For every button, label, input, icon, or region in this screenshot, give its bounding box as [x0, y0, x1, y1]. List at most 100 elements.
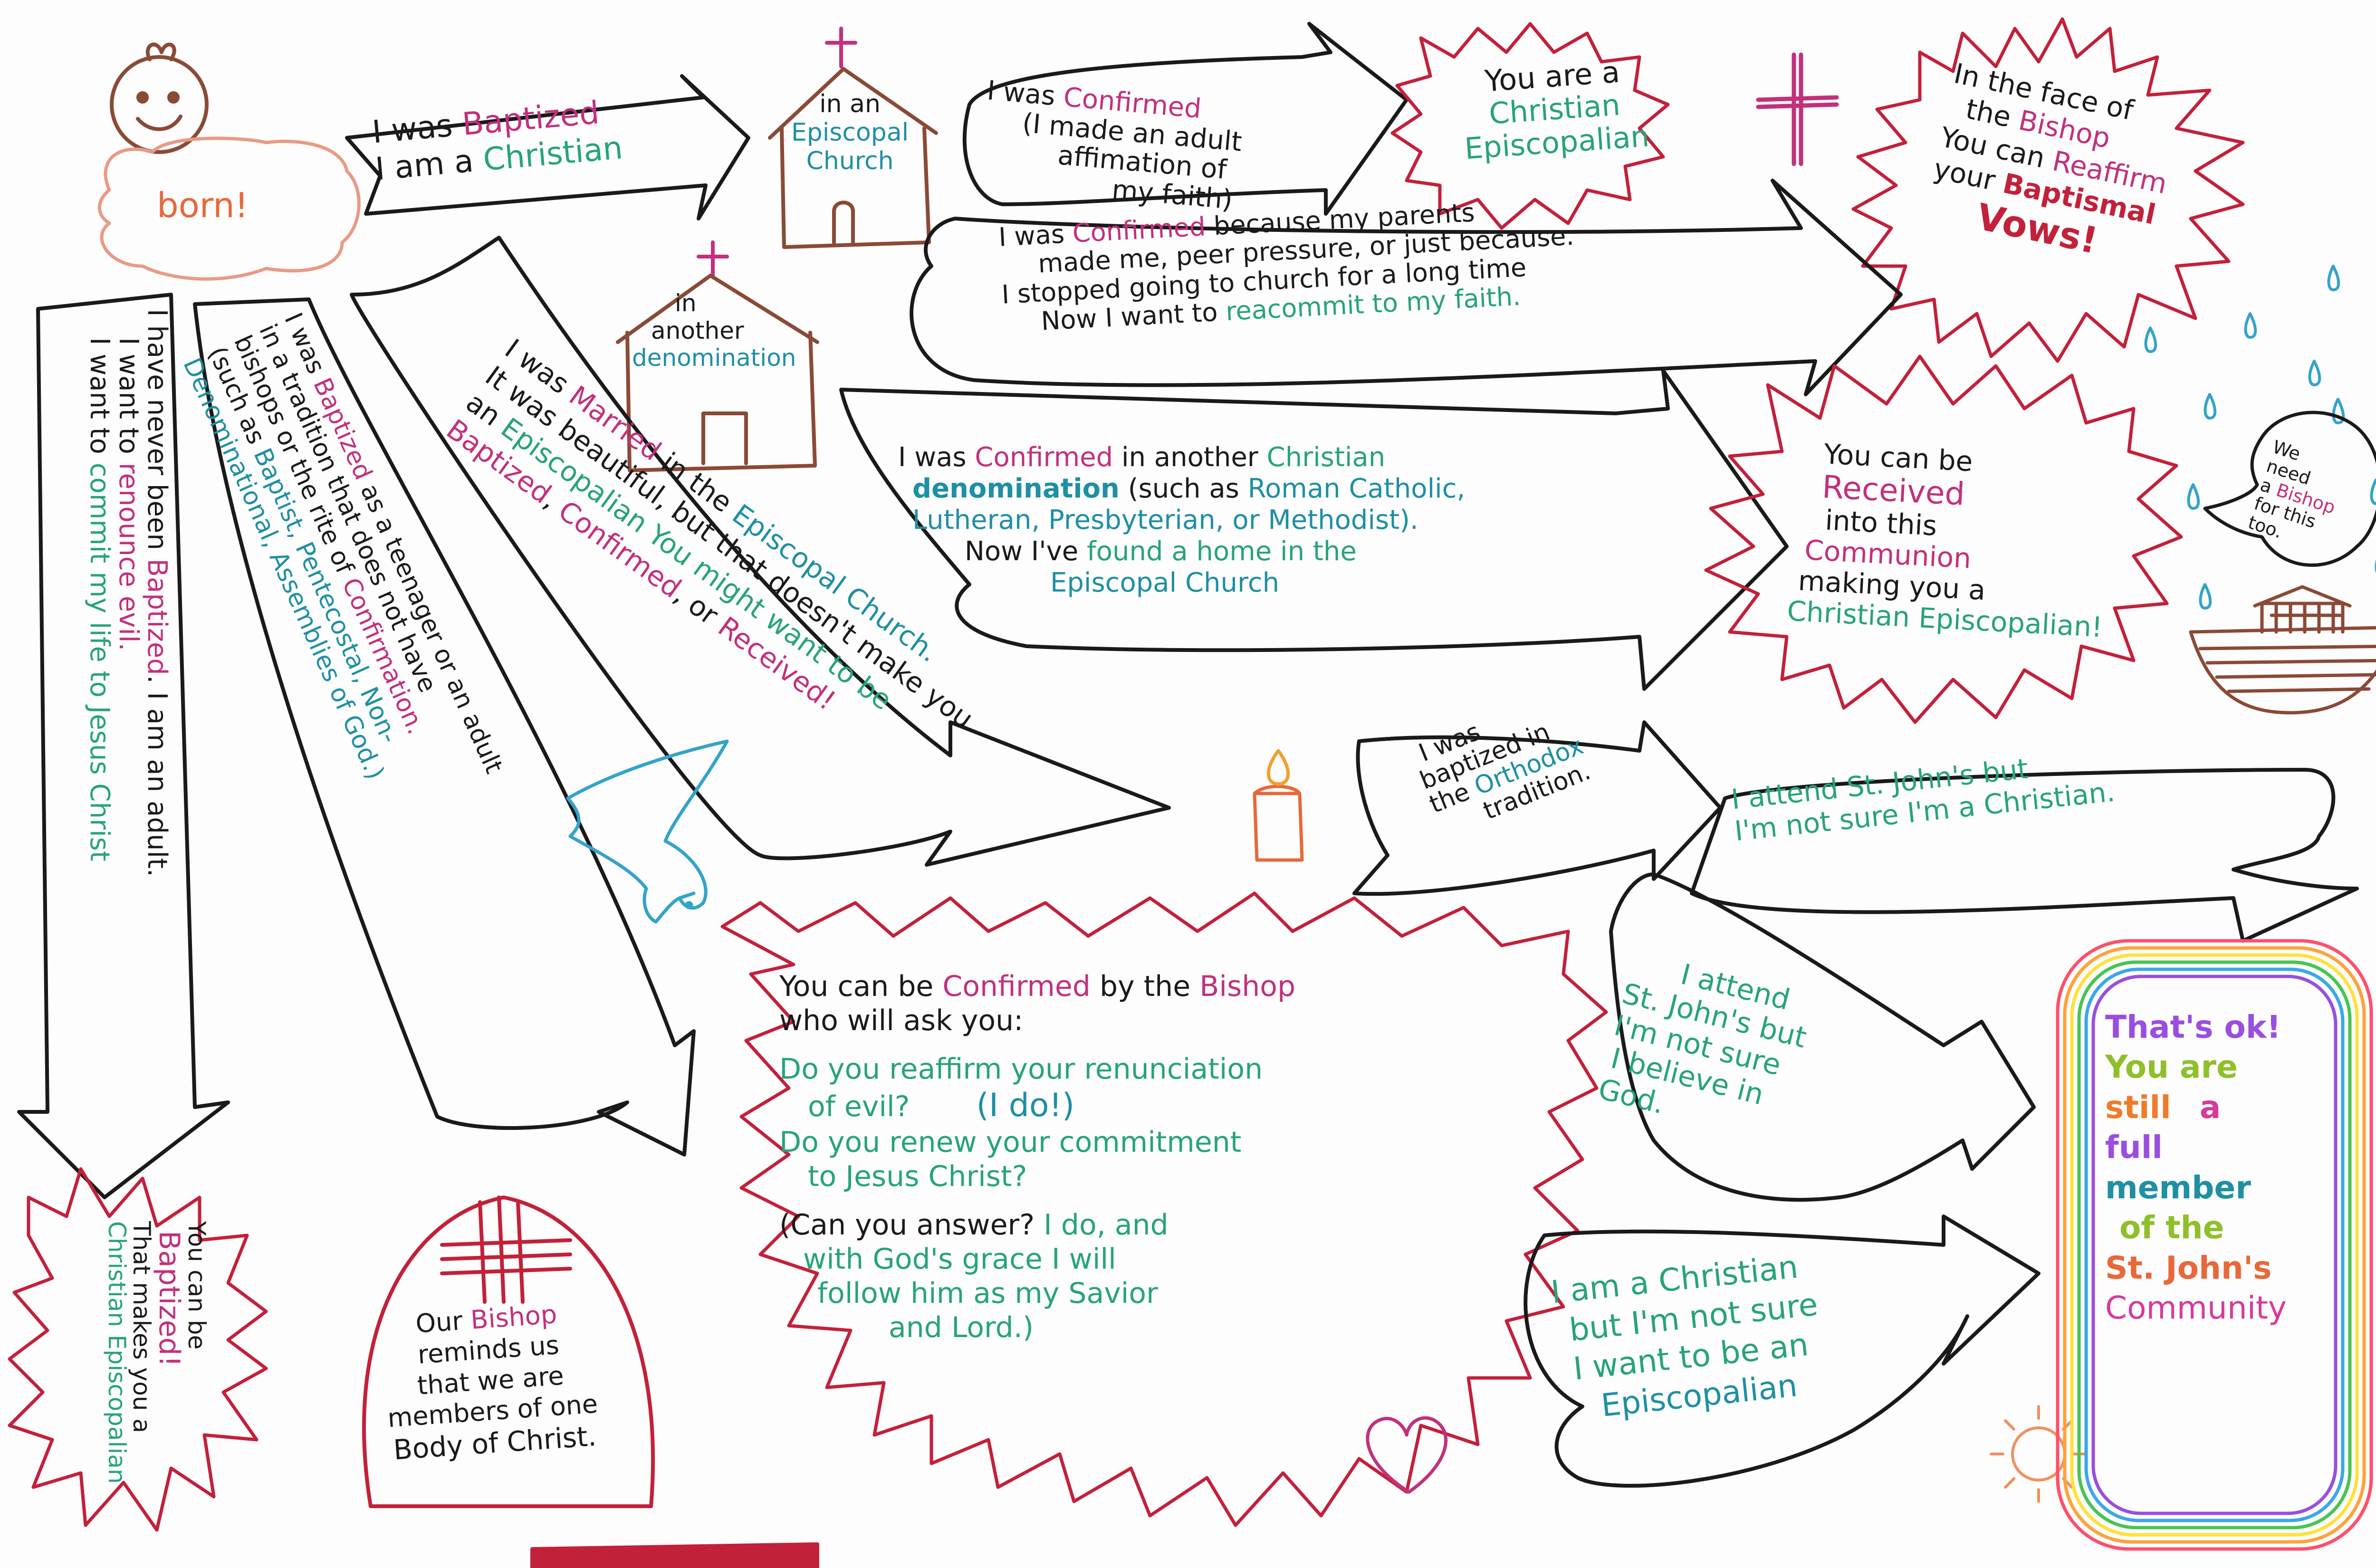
confirmed-by-bishop-line-7b: I do, and — [1044, 1208, 1169, 1242]
confirmed-by-bishop-line-2: who will ask you: — [779, 1004, 1024, 1037]
confirmed-by-bishop-text: You can be Confirmed by the Bishop who w… — [779, 969, 1295, 1345]
received-burst-shape — [1704, 354, 2183, 724]
confirmed-by-bishop-line-5: Do you renew your commitment — [779, 1125, 1242, 1159]
never-baptized-line-2a: I want to — [113, 337, 144, 463]
confirmed-other-line-3: Lutheran, Presbyterian, or Methodist). — [912, 505, 1418, 536]
raindrop-icon — [2144, 265, 2376, 610]
thats-ok-line-3b: a — [2199, 1089, 2221, 1126]
church-other-line-2: another — [651, 316, 744, 344]
reaffirm-burst-shape — [1851, 17, 2245, 363]
candle-icon — [1253, 749, 1304, 862]
confirmed-other-arrow-shape — [839, 369, 1789, 691]
confirmed-other-line-1b: Confirmed — [975, 442, 1113, 473]
thats-ok-line-7: St. John's — [2105, 1249, 2272, 1286]
confirmed-other-line-4a: Now I've — [965, 536, 1087, 567]
never-baptized-line-2b: renounce evil. — [113, 462, 144, 651]
church-episcopal-text: in an Episcopal Church — [791, 90, 909, 175]
confirmed-by-bishop-line-1a: You can be — [779, 970, 943, 1003]
church-episcopal-line-2: Episcopal — [791, 118, 909, 147]
confirmed-adult-arrow-shape — [962, 22, 1408, 216]
thats-ok-line-5: member — [2105, 1169, 2251, 1206]
confirmed-by-bishop-line-6: to Jesus Christ? — [808, 1159, 1027, 1193]
smiling-face-icon — [110, 42, 209, 154]
confirmed-by-bishop-line-1d: Bishop — [1199, 970, 1296, 1003]
orthodox-arrow-shape — [1352, 720, 1722, 896]
not-sure-christian-arrow-shape — [1690, 768, 2359, 943]
church-other-line-1: in — [675, 289, 697, 317]
confirmed-by-bishop-line-1b: Confirmed — [942, 970, 1091, 1003]
received-line-6a: Christian — [1786, 594, 1911, 633]
confirmed-by-bishop-line-3: Do you reaffirm your renunciation — [779, 1052, 1263, 1086]
bishop-mitre-line-1b: Bishop — [469, 1299, 558, 1335]
never-baptized-line-1a: I have never been — [142, 309, 172, 559]
confirmed-adult-line-1a: I was — [986, 75, 1065, 113]
confirmed-by-bishop-line-9: follow him as my Savior — [817, 1276, 1158, 1310]
baptized-teen-arrow-shape — [193, 297, 696, 1157]
thats-ok-line-2: You are — [2105, 1049, 2238, 1086]
confirmed-other-line-1d: Christian — [1266, 442, 1386, 473]
you-can-be-baptized-line-4: Christian Episcopalian — [103, 1221, 131, 1484]
you-can-be-baptized-line-2: Baptized! — [153, 1231, 186, 1367]
thats-ok-line-3: still — [2105, 1089, 2171, 1126]
ark-icon — [2189, 585, 2376, 715]
confirmed-by-bishop-line-1c: by the — [1090, 970, 1200, 1003]
confirmed-other-line-5: Episcopal Church — [1050, 567, 1280, 599]
mitre-icon — [362, 1195, 819, 1568]
bishop-mitre-text: Our Bishop reminds us that we are member… — [380, 1297, 601, 1467]
never-baptized-line-1b: Baptized — [142, 558, 172, 675]
not-sure-episcopalian-arrow-shape — [1523, 1214, 2041, 1488]
confirmed-by-bishop-burst-shape — [720, 891, 1608, 1527]
confirmed-by-bishop-line-4b: (I do!) — [976, 1087, 1075, 1124]
confirmed-other-text: I was Confirmed in another Christian den… — [898, 442, 1465, 599]
confirmed-other-line-1a: I was — [898, 442, 975, 473]
church-icon — [768, 27, 938, 249]
confirmed-parents-line-1a: I was — [997, 218, 1073, 252]
never-baptized-line-1c: . I am an adult. — [142, 675, 172, 877]
christian-episcopalian-burst-shape — [1390, 22, 1670, 230]
confirmed-other-line-2b: (such as — [1119, 473, 1248, 505]
never-baptized-line-3b: commit my life to Jesus Christ — [84, 462, 115, 861]
confirmed-other-line-2c: Roman Catholic, — [1247, 473, 1466, 505]
heart-icon — [1366, 1416, 1447, 1494]
confirmed-by-bishop-line-7a: (Can you answer? — [779, 1208, 1044, 1242]
born-label: born! — [157, 185, 249, 225]
bishop-bubble-shape — [2203, 411, 2376, 567]
church-other-text: in another denomination — [632, 289, 796, 372]
born-cloud-shape — [97, 136, 361, 281]
cross-icon — [1756, 52, 1839, 166]
not-sure-god-arrow-shape — [1609, 872, 2036, 1202]
confirmed-parents-arrow-shape — [910, 179, 1903, 396]
christian-episcopalian-text: You are a Christian Episcopalian — [1459, 54, 1650, 166]
you-can-be-baptized-burst-shape — [8, 1167, 268, 1532]
church-other-line-3: denomination — [632, 344, 796, 372]
confirmed-by-bishop-line-4: of evil? — [808, 1090, 910, 1123]
baptized-arrow-shape — [345, 74, 750, 220]
church-episcopal-line-1: in an — [819, 90, 881, 118]
never-baptized-line-3a: I want to — [84, 337, 115, 463]
you-can-be-baptized-text: You can be Baptized! That makes you a Ch… — [103, 1221, 211, 1484]
thats-ok-line-1: That's ok! — [2105, 1009, 2281, 1045]
confirmed-by-bishop-line-10: and Lord.) — [889, 1310, 1034, 1344]
never-baptized-text: I have never been Baptized. I am an adul… — [84, 309, 172, 877]
you-can-be-baptized-line-3: That makes you a — [128, 1221, 156, 1433]
church-episcopal-line-3: Church — [806, 146, 894, 175]
confirmed-other-line-4b: found a home in the — [1087, 536, 1357, 567]
never-baptized-arrow-shape — [17, 293, 230, 1199]
confirmed-other-line-1c: in another — [1113, 442, 1267, 473]
church-icon — [616, 240, 819, 472]
not-sure-episcopalian-text: I am a Christian but I'm not sure I want… — [1549, 1246, 1828, 1429]
thats-ok-line-4: full — [2105, 1129, 2163, 1166]
bishop-mitre-line-1a: Our — [414, 1305, 472, 1339]
thats-ok-line-8: Community — [2105, 1290, 2287, 1327]
you-can-be-baptized-line-1: You can be — [183, 1221, 211, 1350]
received-text: You can be Received into this Communion … — [1786, 437, 2111, 643]
dove-icon — [566, 739, 729, 924]
confirmed-adult-text: I was Confirmed (I made an adult affimat… — [978, 75, 1246, 215]
married-arrow-shape — [350, 236, 1171, 867]
rainbow-border-shape — [2056, 939, 2373, 1551]
confirmed-other-line-2a: denomination — [912, 473, 1120, 505]
thats-ok-line-6: of the — [2119, 1209, 2224, 1246]
